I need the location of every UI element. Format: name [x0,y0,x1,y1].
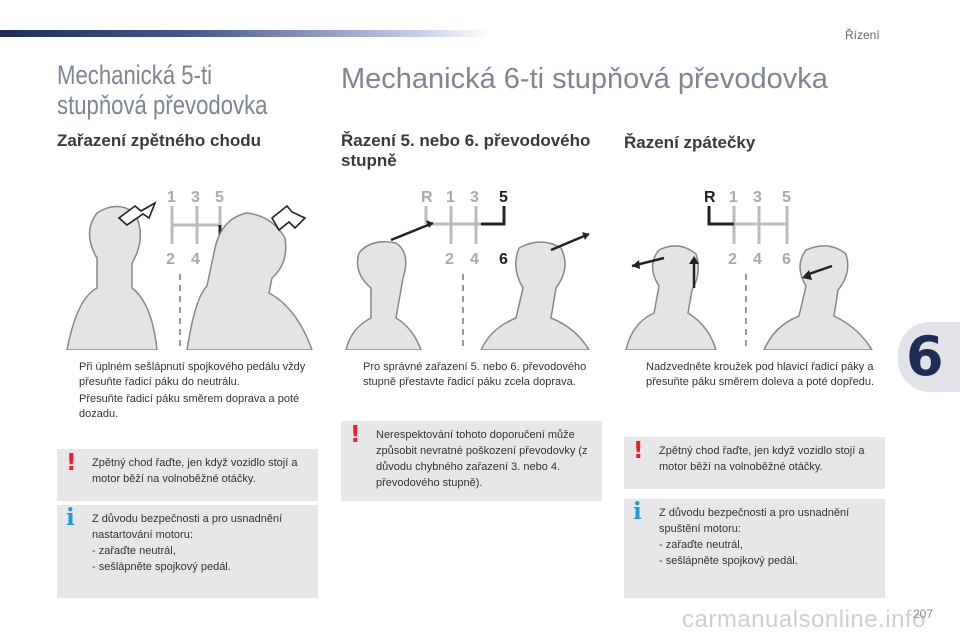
left-title-line2: stupňová převodovka [57,90,268,120]
gear-label: 5 [782,189,791,206]
gear-label: 2 [166,251,175,268]
gear-label: 5 [215,189,224,206]
list-item: Při úplném sešlápnutí spojkového pedálu … [79,361,306,388]
info-icon: i [66,504,75,531]
warning-icon: ! [66,450,77,476]
gear-label: 5 [499,189,508,206]
middle-subtitle: Řazení 5. nebo 6. převodového stupně [341,131,611,171]
warning-icon: ! [350,422,361,448]
reverse-5-speed-illustration: 1 3 5 2 4 R [57,178,318,350]
header-gradient-bar [0,30,490,37]
right-instructions: Nadzvedněte kroužek pod hlavicí řadicí p… [624,360,886,392]
gear-diagram-6-speed: R 1 3 5 2 4 6 [345,189,590,350]
right-warning-box: ! Zpětný chod řaďte, jen když vozidlo st… [624,437,885,489]
gear-label: 4 [191,251,200,268]
watermark: carmanualsonline.info [682,606,926,633]
gear-label: R [704,189,716,206]
right-info-box: i Z důvodu bezpečnosti a pro usnadnění s… [624,499,885,598]
warning-icon: ! [633,438,644,464]
left-info-box: i Z důvodu bezpečnosti a pro usnadnění n… [57,505,318,598]
gear-label: 1 [729,189,738,206]
gear-label: 1 [446,189,455,206]
gear-label: 3 [191,189,200,206]
gear-diagram-reverse-6-speed: R 1 3 5 2 4 6 [625,189,873,350]
list-item: Přesuňte řadicí páku směrem doprava a po… [79,393,300,420]
gear-label: 4 [753,251,762,268]
gear-label: 1 [167,189,176,206]
chapter-tab: 6 [898,322,960,392]
left-title-line1: Mechanická 5-ti [57,60,213,90]
list-item: Nadzvedněte kroužek pod hlavicí řadicí p… [646,361,875,388]
page-number: 207 [913,607,934,621]
gear-label: 6 [499,251,508,268]
main-title: Mechanická 6-ti stupňová převodovka [341,63,828,95]
chapter-number: 6 [906,325,944,388]
gear-label: 2 [728,251,737,268]
header-section-title: Řízení [845,28,880,42]
gear-diagram-5-speed: 1 3 5 2 4 R [66,189,313,350]
gear-label: 3 [470,189,479,206]
right-subtitle: Řazení zpátečky [624,133,756,152]
middle-instructions: Pro správné zařazení 5. nebo 6. převodov… [341,360,603,392]
gear-label: 4 [470,251,479,268]
gear-label: 3 [753,189,762,206]
left-title: Mechanická 5-ti stupňová převodovka [57,60,270,120]
left-instructions: Při úplném sešlápnutí spojkového pedálu … [57,360,319,424]
info-icon: i [633,498,642,525]
gear-label: R [421,189,433,206]
list-item: Pro správné zařazení 5. nebo 6. převodov… [363,361,587,388]
left-subtitle: Zařazení zpětného chodu [57,131,262,150]
middle-subtitle-line1: Řazení 5. nebo 6. převodového [341,131,591,150]
gear-label: 6 [782,251,791,268]
gear-label: 2 [445,251,454,268]
fifth-sixth-gear-illustration: R 1 3 5 2 4 6 [341,178,602,350]
reverse-6-speed-illustration: R 1 3 5 2 4 6 [624,178,885,350]
middle-warning-box: ! Nerespektování tohoto doporučení může … [341,421,602,501]
left-warning-box: ! Zpětný chod řaďte, jen když vozidlo st… [57,449,318,501]
middle-subtitle-line2: stupně [341,151,397,170]
